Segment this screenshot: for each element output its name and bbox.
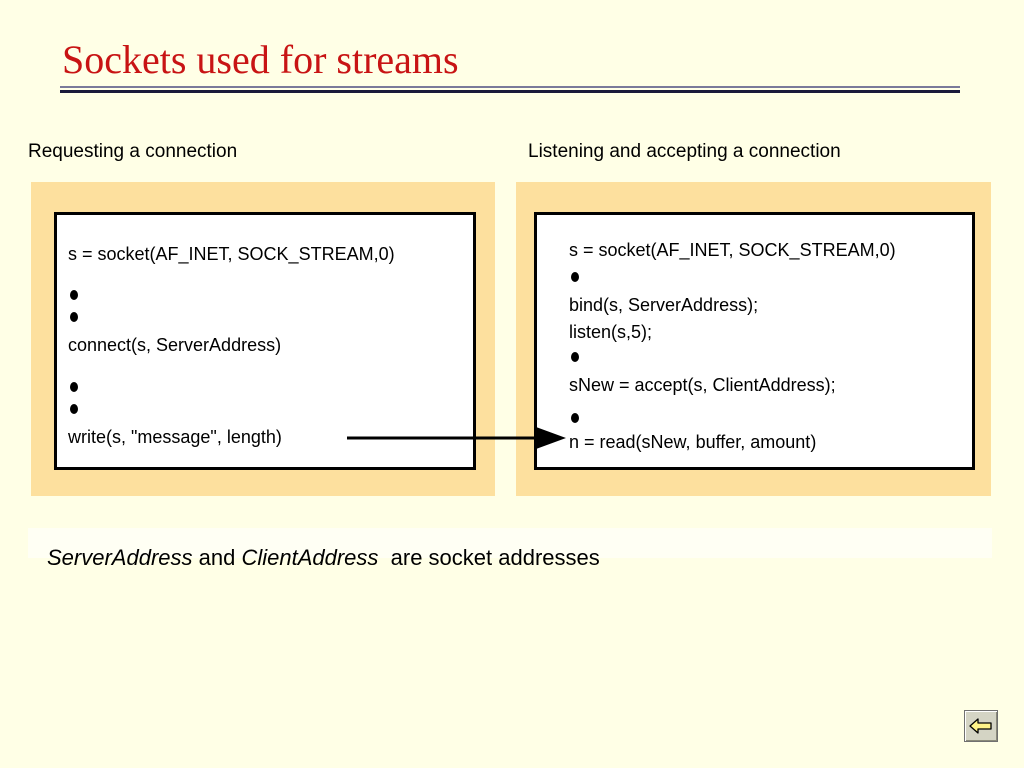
slide-title: Sockets used for streams [62,37,459,82]
server-address-term: ServerAddress [47,545,193,570]
ellipsis-dot [571,272,579,282]
ellipsis-dot [70,382,78,392]
client-write-line: write(s, "message", length) [68,427,282,447]
client-code-box [54,212,476,470]
left-panel-caption: Requesting a connection [28,141,238,162]
ellipsis-dot [571,413,579,423]
title-divider-thin [60,86,960,88]
right-panel-caption: Listening and accepting a connection [528,141,841,162]
server-listen-line: listen(s,5); [569,322,653,342]
back-button[interactable] [964,710,998,742]
server-code-box [534,212,975,470]
ellipsis-dot [571,352,579,362]
note-and: and [192,545,242,570]
back-arrow-icon [969,718,992,734]
client-connect-line: connect(s, ServerAddress) [68,335,282,355]
note-rest: are socket addresses [378,545,600,570]
client-address-term: ClientAddress [241,545,379,570]
ellipsis-dot [70,404,78,414]
ellipsis-dot [70,290,78,300]
server-socket-line: s = socket(AF_INET, SOCK_STREAM,0) [569,240,896,260]
server-accept-line: sNew = accept(s, ClientAddress); [569,375,836,395]
ellipsis-dot [70,312,78,322]
note-bar [28,528,992,558]
title-divider-thick [60,90,960,93]
server-bind-line: bind(s, ServerAddress); [569,295,759,315]
server-read-line: n = read(sNew, buffer, amount) [569,432,817,452]
client-socket-line: s = socket(AF_INET, SOCK_STREAM,0) [68,244,395,264]
address-note: ServerAddress and ClientAddress are sock… [47,545,600,571]
